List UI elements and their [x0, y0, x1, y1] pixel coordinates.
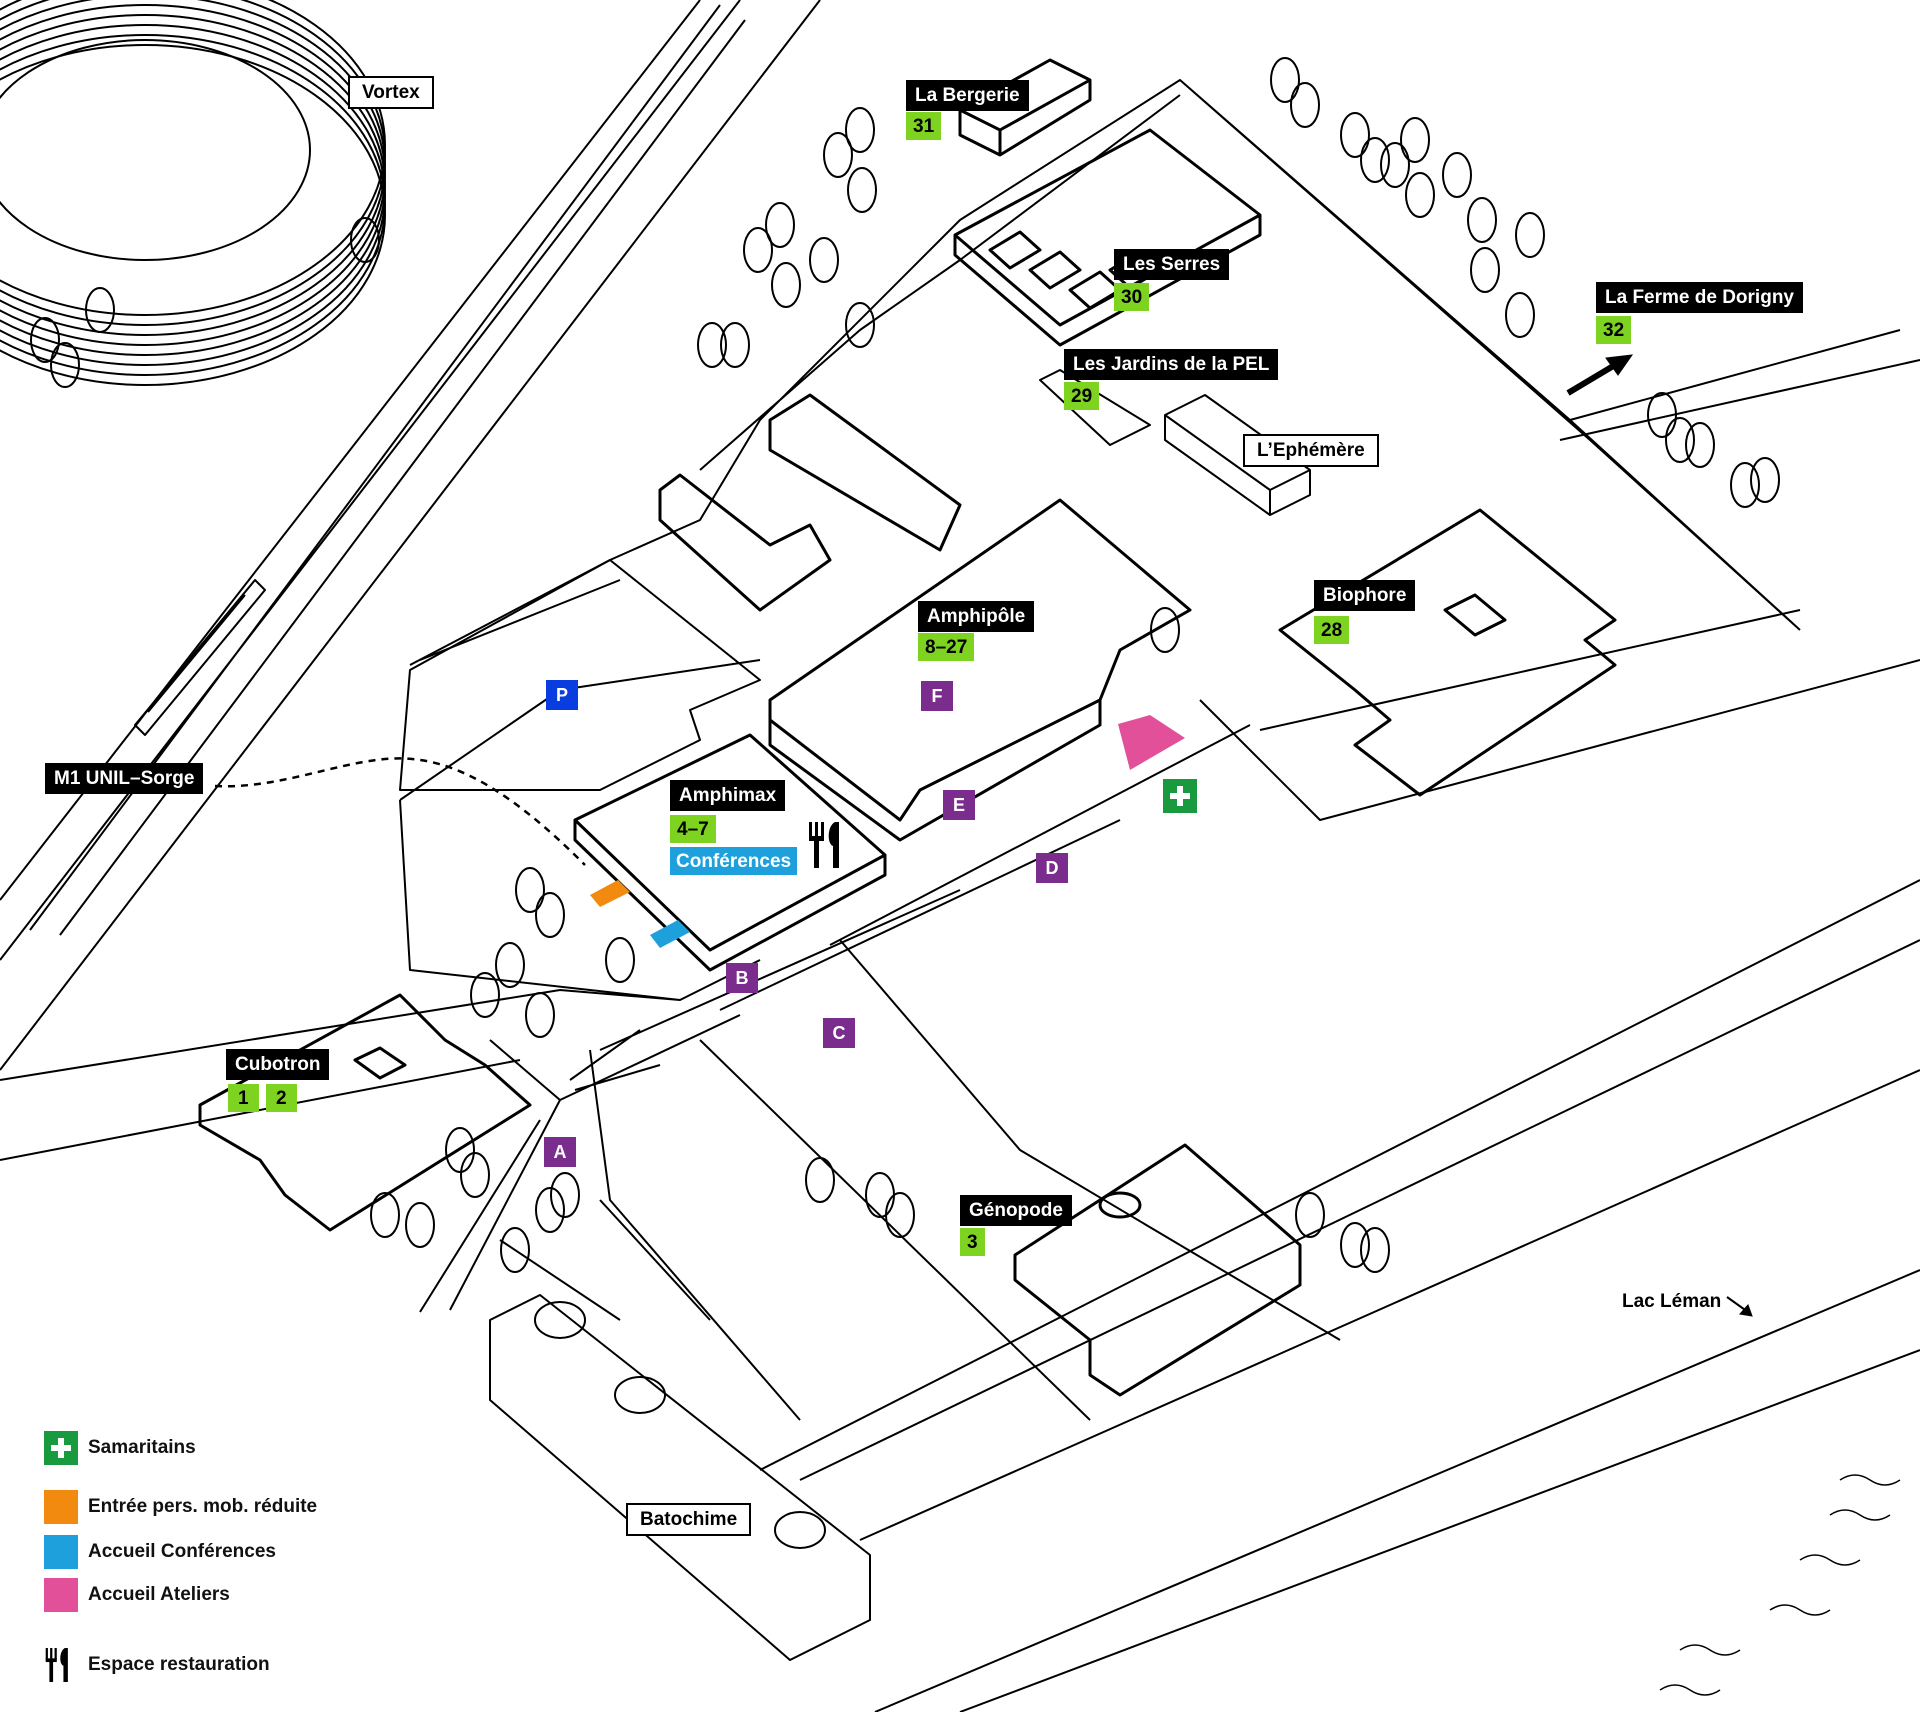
legend-label: Samaritains — [88, 1437, 196, 1458]
swatch-pink — [44, 1578, 78, 1612]
label-vortex: Vortex — [348, 76, 434, 109]
swatch-blue — [44, 1535, 78, 1569]
zone-c: C — [823, 1018, 855, 1048]
amphimax-building — [573, 733, 887, 972]
vortex-building — [0, 0, 386, 386]
label-batochime: Batochime — [626, 1503, 752, 1536]
batochime-building — [489, 1294, 871, 1661]
arrow-icon — [1566, 354, 1753, 1317]
serres-building — [953, 128, 1262, 347]
zone-d: D — [1036, 853, 1068, 883]
label-biophore: Biophore — [1314, 580, 1416, 611]
entree-pmr-marker — [590, 880, 630, 907]
accueil-conferences-marker — [650, 920, 690, 948]
zone-e: E — [943, 790, 975, 820]
number-bergerie: 31 — [906, 112, 942, 140]
label-metro: M1 UNIL–Sorge — [45, 763, 204, 794]
label-jardins: Les Jardins de la PEL — [1064, 349, 1279, 380]
label-amphipole: Amphipôle — [918, 601, 1035, 632]
amphipole-building — [658, 393, 1192, 842]
number-cubotron-1: 1 — [228, 1084, 259, 1112]
genopode-building — [1013, 1143, 1302, 1397]
fork-knife-icon — [807, 822, 847, 868]
label-cubotron: Cubotron — [226, 1049, 330, 1080]
number-biophore: 28 — [1314, 616, 1350, 644]
fork-knife-icon — [44, 1648, 78, 1682]
legend-accueil-conferences: Accueil Conférences — [44, 1535, 276, 1569]
label-serres: Les Serres — [1114, 249, 1230, 280]
legend-label: Accueil Ateliers — [88, 1584, 230, 1605]
bergerie-building — [958, 58, 1092, 157]
metro-path — [214, 757, 586, 866]
parking-area — [399, 559, 761, 791]
plus-cross-icon — [44, 1431, 78, 1465]
label-bergerie: La Bergerie — [906, 80, 1029, 111]
legend-label: Espace restauration — [88, 1654, 270, 1675]
legend-accueil-ateliers: Accueil Ateliers — [44, 1578, 230, 1612]
zone-b: B — [726, 963, 758, 993]
legend-label: Accueil Conférences — [88, 1541, 276, 1562]
zone-a: A — [544, 1137, 576, 1167]
number-genopode: 3 — [960, 1228, 985, 1256]
label-lac: Lac Léman — [1622, 1291, 1722, 1312]
ephemere-building — [1164, 394, 1311, 516]
jardins-area — [1039, 369, 1151, 446]
number-ferme: 32 — [1596, 316, 1632, 344]
legend-restauration: Espace restauration — [44, 1648, 270, 1682]
number-amphipole: 8–27 — [918, 633, 975, 661]
plus-cross-icon — [1163, 779, 1197, 813]
legend-label: Entrée pers. mob. réduite — [88, 1496, 318, 1517]
train — [134, 579, 266, 736]
zone-p: P — [546, 680, 578, 710]
number-jardins: 29 — [1064, 382, 1100, 410]
label-conferences: Conférences — [670, 847, 798, 875]
label-ephemere: L’Ephémère — [1243, 434, 1379, 467]
number-amphimax: 4–7 — [670, 815, 716, 843]
roads — [0, 79, 1920, 1712]
railway — [0, 0, 821, 1071]
cubotron-building — [198, 993, 532, 1232]
label-ferme: La Ferme de Dorigny — [1596, 282, 1803, 313]
swatch-orange — [44, 1490, 78, 1524]
label-genopode: Génopode — [960, 1195, 1072, 1226]
number-serres: 30 — [1114, 283, 1150, 311]
label-amphimax: Amphimax — [670, 780, 786, 811]
trees — [30, 57, 1780, 1273]
zone-f: F — [921, 681, 953, 711]
legend-entree-pmr: Entrée pers. mob. réduite — [44, 1490, 317, 1524]
accueil-ateliers-marker — [1118, 715, 1185, 770]
biophore-building — [1278, 508, 1617, 797]
number-cubotron-2: 2 — [266, 1084, 297, 1112]
lake-waves — [1659, 1474, 1901, 1696]
legend-samaritains: Samaritains — [44, 1431, 196, 1465]
